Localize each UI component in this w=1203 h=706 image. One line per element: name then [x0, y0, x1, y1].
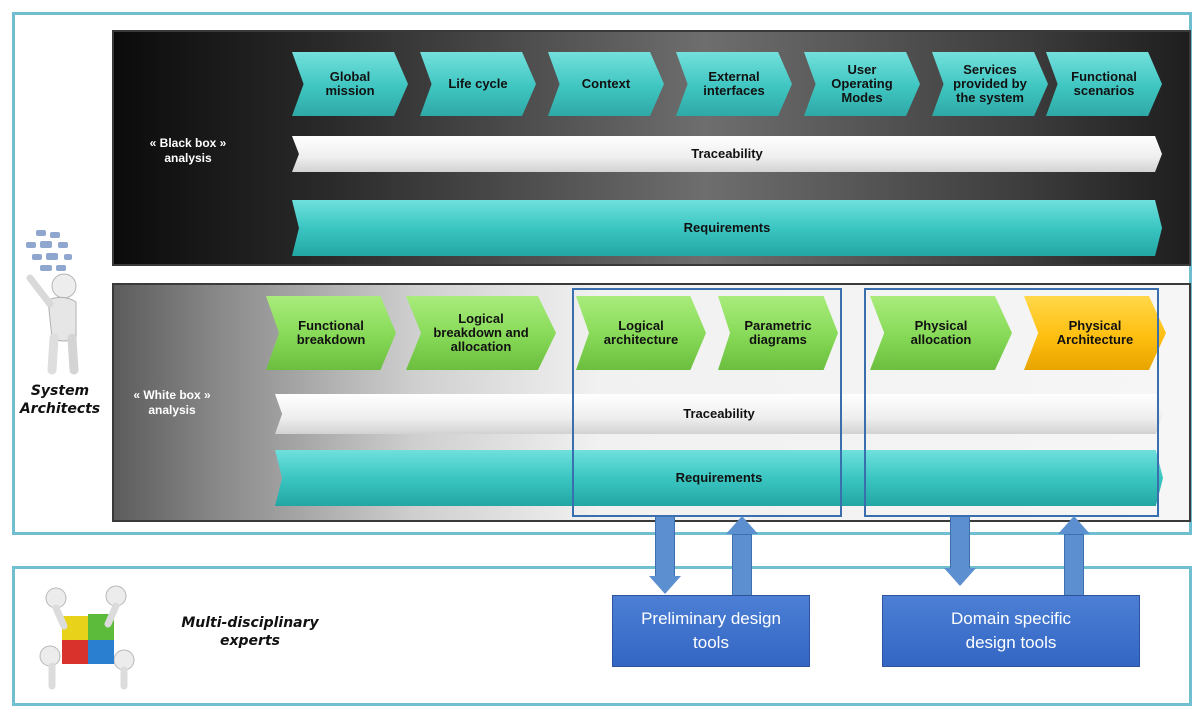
step-global-mission: Global mission — [292, 52, 408, 116]
step-external-interfaces: External interfaces — [676, 52, 792, 116]
preliminary-down-shaft — [655, 516, 675, 578]
step-physical-architecture: Physical Architecture — [1024, 296, 1166, 370]
domain-down-arrow-icon — [944, 568, 976, 586]
experts-label: Multi-disciplinary experts — [181, 615, 319, 649]
preliminary-down-arrow-icon — [649, 576, 681, 594]
step-functional-scenarios: Functional scenarios — [1046, 52, 1162, 116]
step-functional-breakdown: Functional breakdown — [266, 296, 396, 370]
step-physical-allocation: Physical allocation — [870, 296, 1012, 370]
preliminary-group-box — [572, 288, 842, 517]
puzzle-team-icon — [39, 585, 135, 690]
domain-up-arrow-icon — [1058, 516, 1090, 534]
step-services-provided: Services provided by the system — [932, 52, 1048, 116]
black-traceability-bar: Traceability — [292, 136, 1162, 172]
system-architects-label: System Architects — [19, 383, 101, 417]
domain-group-box — [864, 288, 1159, 517]
preliminary-up-arrow-icon — [726, 516, 758, 534]
domain-specific-design-tools: Domain specific design tools — [882, 595, 1140, 667]
black-requirements-bar: Requirements — [292, 200, 1162, 256]
preliminary-design-tools: Preliminary design tools — [612, 595, 810, 667]
step-user-operating-modes: User Operating Modes — [804, 52, 920, 116]
step-logical-breakdown: Logical breakdown and allocation — [406, 296, 556, 370]
step-parametric-diagrams: Parametric diagrams — [718, 296, 838, 370]
white-traceability-bar: Traceability — [275, 394, 1163, 434]
preliminary-up-shaft — [732, 534, 752, 596]
domain-down-shaft — [950, 516, 970, 570]
step-logical-architecture: Logical architecture — [576, 296, 706, 370]
black-box-label: « Black box » analysis — [149, 136, 227, 165]
white-box-label: « White box » analysis — [133, 388, 211, 417]
white-requirements-bar: Requirements — [275, 450, 1163, 506]
step-life-cycle: Life cycle — [420, 52, 536, 116]
domain-up-shaft — [1064, 534, 1084, 596]
architect-figure-icon — [26, 230, 79, 375]
system-architects-frame — [12, 12, 1192, 535]
step-context: Context — [548, 52, 664, 116]
